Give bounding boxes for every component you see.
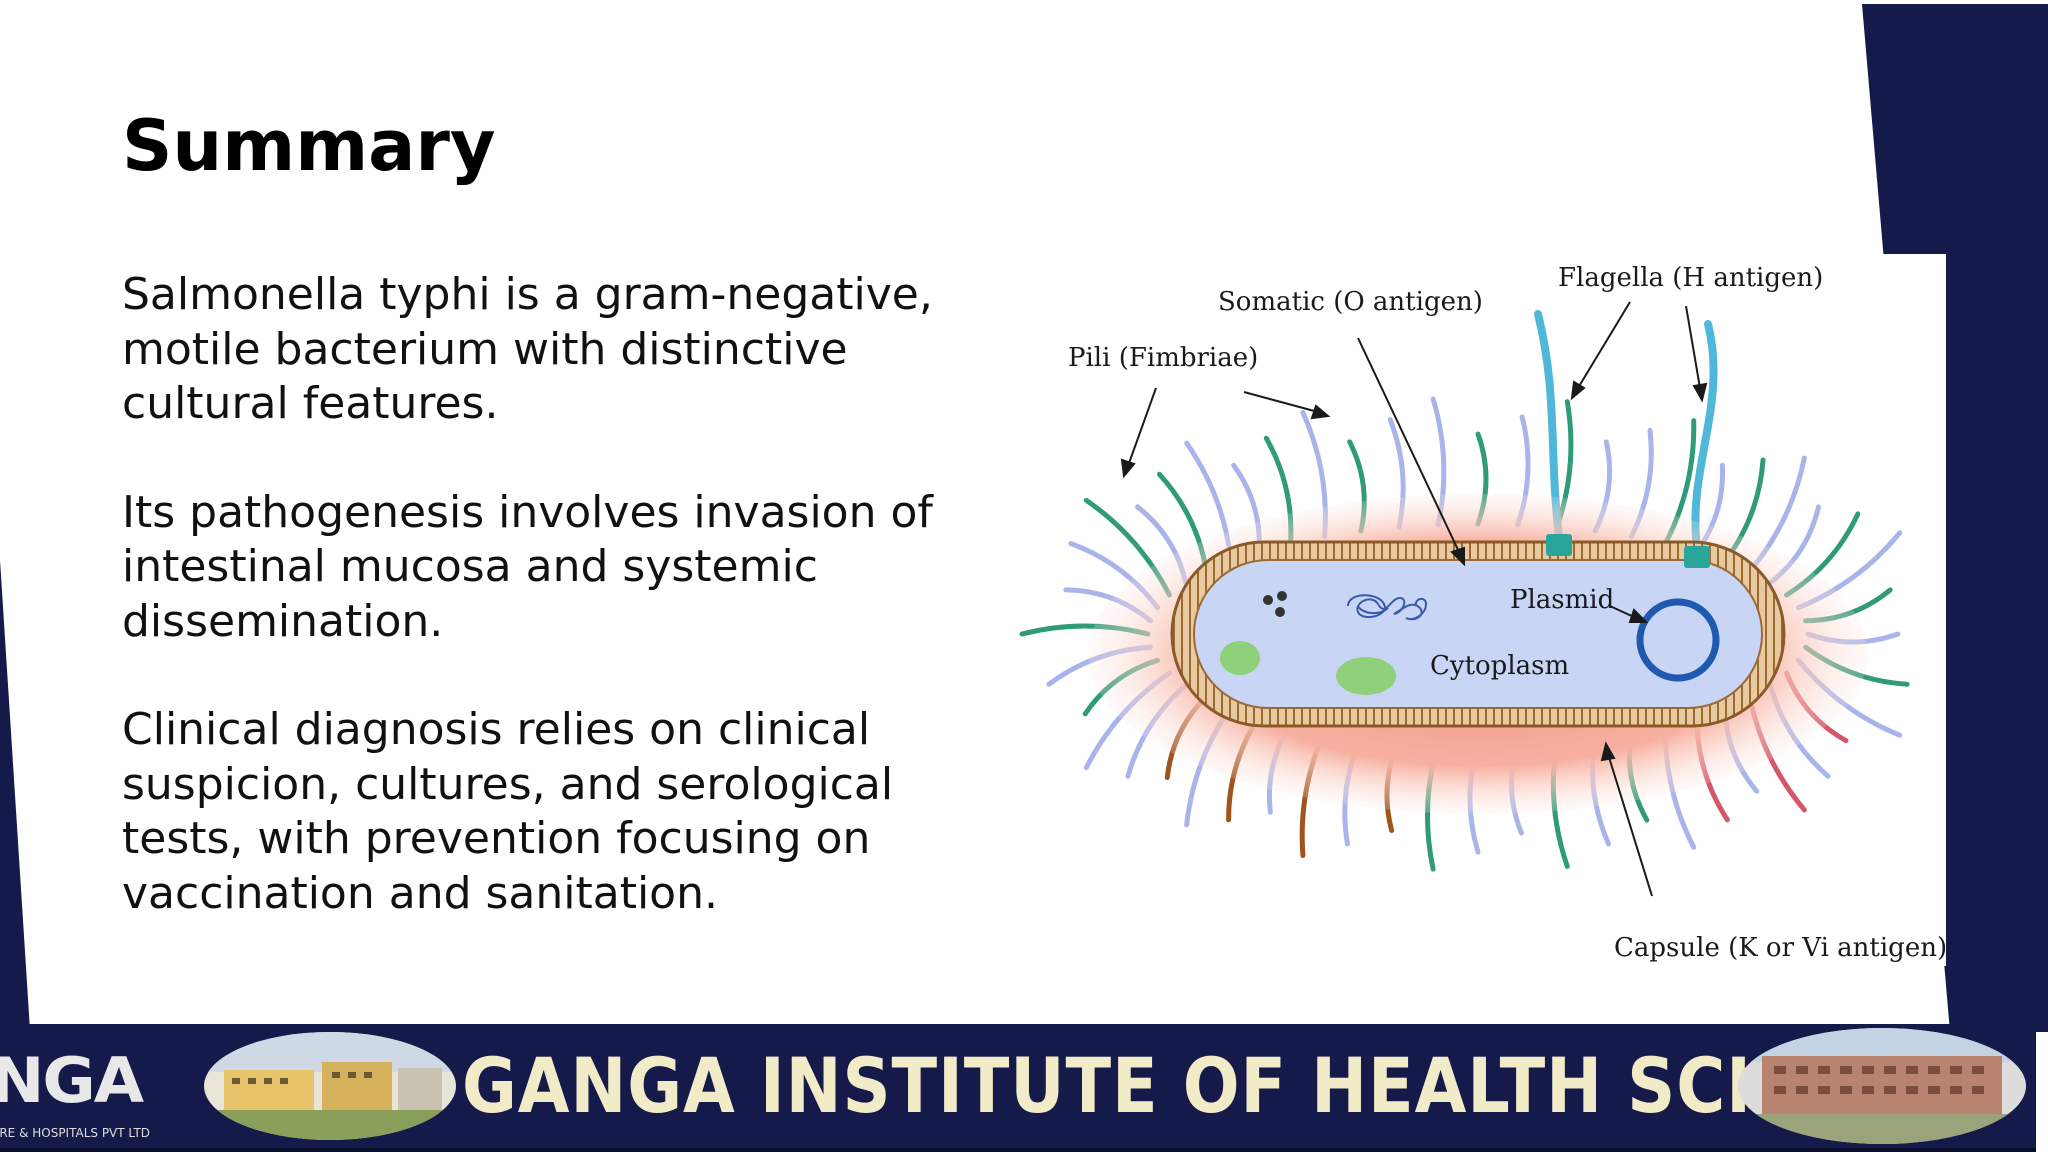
label-somatic-o-antigen: Somatic (O antigen) bbox=[1218, 287, 1483, 317]
bacterium-illustration: Somatic (O antigen) Flagella (H antigen)… bbox=[1019, 263, 1946, 963]
summary-body: Salmonella typhi is a gram-negative, mot… bbox=[122, 268, 1022, 975]
ribosome-dot bbox=[1277, 591, 1287, 601]
label-arrows bbox=[1120, 301, 1708, 897]
ribosome-dot bbox=[1263, 595, 1273, 605]
left-navy-band bbox=[0, 560, 30, 1030]
label-flagella-h-antigen: Flagella (H antigen) bbox=[1558, 263, 1823, 293]
institute-logo: NGA TRE & HOSPITALS PVT LTD bbox=[0, 1044, 190, 1141]
summary-paragraph: Salmonella typhi is a gram-negative, mot… bbox=[122, 269, 933, 429]
flagellum bbox=[1691, 320, 1718, 552]
institute-banner: NGA TRE & HOSPITALS PVT LTD GANGA INSTIT… bbox=[0, 1024, 2036, 1152]
plasmid-ring bbox=[1636, 598, 1720, 682]
summary-paragraph: Its pathogenesis involves invasion of in… bbox=[122, 486, 933, 647]
nucleoid-dna bbox=[1347, 594, 1428, 621]
flagellum-base bbox=[1546, 534, 1572, 556]
campus-photo-left bbox=[204, 1032, 456, 1140]
slide-title: Summary bbox=[122, 105, 496, 187]
logo-subtext: TRE & HOSPITALS PVT LTD bbox=[0, 1126, 151, 1140]
ribosome-dot bbox=[1275, 607, 1285, 617]
campus-photo-right bbox=[1738, 1028, 2026, 1144]
label-cytoplasm: Cytoplasm bbox=[1430, 651, 1569, 681]
label-pili-fimbriae: Pili (Fimbriae) bbox=[1068, 343, 1258, 373]
cytoplasm-region bbox=[1193, 559, 1763, 709]
logo-text: NGA bbox=[0, 1044, 144, 1117]
inclusion-body bbox=[1336, 657, 1396, 695]
inclusion-body bbox=[1220, 641, 1260, 675]
label-plasmid: Plasmid bbox=[1510, 585, 1614, 615]
bacterium-diagram: Somatic (O antigen) Flagella (H antigen)… bbox=[1018, 254, 1946, 966]
flagellum-base bbox=[1684, 546, 1710, 568]
label-capsule-k-vi-antigen: Capsule (K or Vi antigen) bbox=[1614, 933, 1946, 963]
summary-paragraph: Clinical diagnosis relies on clinical su… bbox=[122, 704, 894, 919]
